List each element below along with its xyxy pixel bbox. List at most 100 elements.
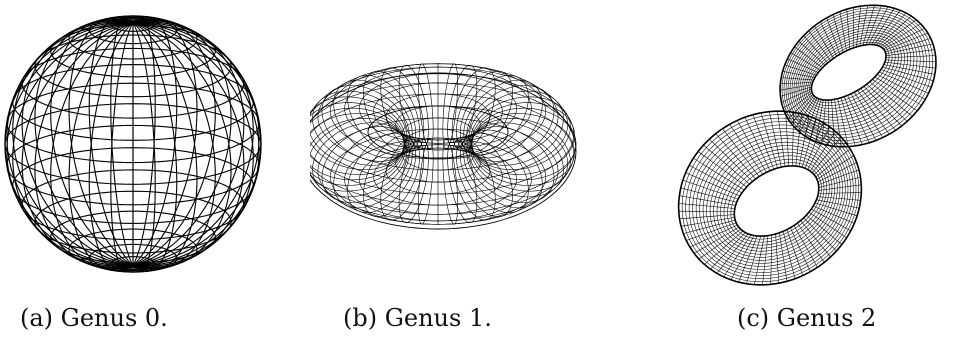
torus-wireframe [310,63,577,230]
double-torus-lower-spoke [818,192,862,194]
sphere-parallel [50,24,216,78]
double-torus-lower-spoke [785,111,789,167]
double-torus-upper-spoke [781,77,814,81]
double-torus-upper-spoke [837,98,849,147]
double-torus-upper-spoke [840,97,856,146]
double-torus-lower-spoke [679,195,736,206]
sphere-parallel [110,16,156,32]
double-torus-wireframe [677,4,937,286]
double-torus-upper-spoke [790,52,821,71]
double-torus-upper-spoke [787,94,814,120]
double-torus-upper-spoke [883,64,935,75]
double-torus-lower-spoke [697,151,747,188]
double-torus-lower-spoke [682,179,739,200]
double-torus-lower-spoke [815,148,851,178]
double-torus-lower-spoke [709,138,753,182]
double-torus-lower-spoke [723,234,752,278]
double-torus-lower-spoke [797,222,825,263]
double-torus-lower-spoke [683,219,736,234]
double-torus-upper-spoke [885,49,935,56]
sphere-wireframe [4,15,262,273]
double-torus-upper-spoke [885,38,931,53]
double-torus-upper-spoke [852,7,855,48]
double-torus-lower-spoke [686,222,737,241]
sphere-outline [4,15,262,273]
double-torus-upper-spoke [826,17,841,55]
double-torus-upper-spoke [880,19,917,47]
double-torus-lower-spoke [752,114,775,170]
double-torus-lower-spoke [754,235,765,285]
double-torus-lower-spoke [804,122,824,169]
double-torus-lower-spoke [744,117,771,171]
double-torus-upper-spoke [885,59,937,63]
torus-parallel [317,63,559,171]
sphere-meridian [132,19,232,267]
double-torus-upper-spoke [780,86,812,97]
torus-parallel [310,66,568,183]
double-torus-lower-spoke [795,113,802,167]
double-torus-lower-spoke [807,126,830,170]
sphere-meridian [88,16,134,266]
sphere-parallel [68,18,198,60]
double-torus-upper-spoke [880,69,932,88]
double-torus-lower-spoke [806,214,843,245]
sphere-meridian [132,22,198,271]
double-torus-lower-spoke [800,220,831,258]
double-torus-upper-spoke [795,96,816,129]
torus-parallel [373,82,503,141]
sphere-meridian [132,16,178,266]
double-torus-lower-spoke [817,196,861,201]
double-torus-lower-spoke [816,155,854,180]
sphere-parallel [68,228,198,270]
sphere-meridian [68,17,134,266]
torus-parallel [344,66,532,151]
double-torus-upper-spoke [859,5,868,47]
double-torus-upper-spoke [820,21,837,57]
double-torus-lower-ring [730,162,822,240]
torus-parallel [310,105,568,222]
double-torus-upper-spoke [799,97,818,133]
double-torus-lower-spoke [818,184,862,191]
double-torus-lower-spoke [762,235,769,285]
double-torus-upper-spoke [815,99,824,142]
torus-hole-rim [367,105,509,159]
torus-parallel [330,128,546,225]
sphere-parallel [110,256,156,272]
torus-parallel [310,82,577,206]
double-torus-upper-spoke [843,96,863,145]
double-torus-upper-spoke [857,90,890,135]
sphere-parallel [34,190,232,254]
double-torus-lower-spoke [816,199,860,209]
double-torus-lower-spoke [817,162,857,183]
torus-parallel [330,63,546,160]
double-torus-upper-spoke [814,25,834,59]
figure-genus-1: (b) Genus 1. [310,0,610,348]
double-torus-lower-spoke [689,165,743,194]
torus-parallel [385,93,491,141]
double-torus-upper-spoke [876,12,907,46]
double-torus-lower-spoke [777,111,786,167]
double-torus-upper-spoke [884,32,929,51]
double-torus-upper-spoke [866,83,908,122]
caption-genus-0: (a) Genus 0. [20,304,168,332]
sphere-parallel [21,169,245,241]
torus-parallel [359,144,517,215]
double-torus-lower-spoke [703,144,750,185]
sphere-meridian [132,15,156,266]
double-torus-upper-spoke [809,99,822,140]
double-torus-lower-spoke [798,116,810,167]
double-torus-lower-spoke [779,232,788,282]
double-torus-upper-spoke [865,5,882,45]
double-torus-upper-spoke [781,88,812,103]
double-torus-upper-spoke [834,99,842,147]
caption-genus-1: (b) Genus 1. [343,304,492,332]
double-torus-upper-spoke [831,99,835,147]
double-torus-upper-spoke [885,43,933,55]
double-torus-upper-spoke [804,98,820,136]
torus-parallel [395,144,481,183]
caption-genus-2: (c) Genus 2 [737,304,877,332]
double-torus-lower-spoke [704,230,744,265]
double-torus-lower-spoke [693,227,740,254]
double-torus-lower-spoke [678,203,735,209]
double-torus-upper-spoke [779,84,812,91]
